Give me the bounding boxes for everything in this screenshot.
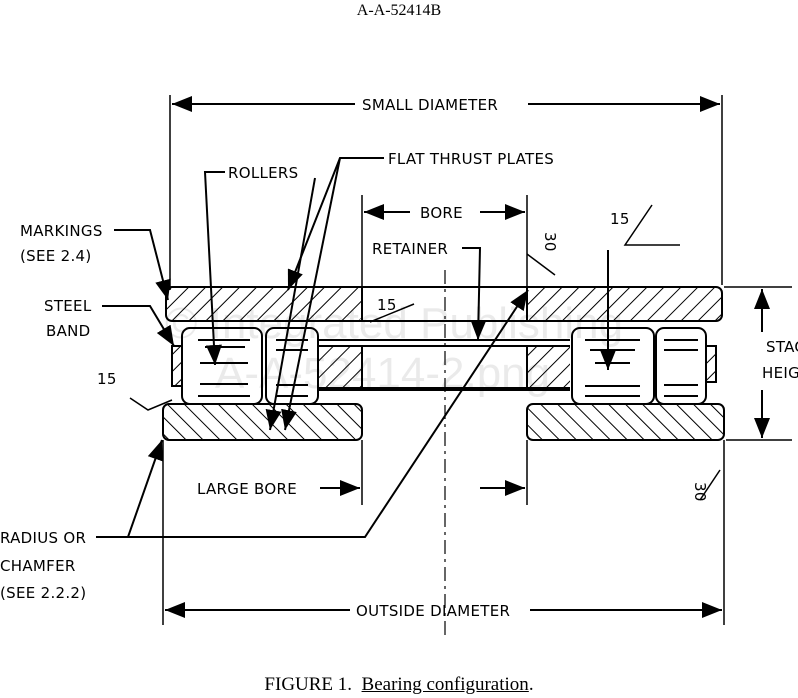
- flat-thrust-plates-callout: FLAT THRUST PLATES: [281, 150, 554, 431]
- flat-thrust-plates-label: FLAT THRUST PLATES: [388, 150, 554, 168]
- bottom-thrust-plate: [162, 403, 725, 441]
- small-diameter-label: SMALL DIAMETER: [362, 96, 498, 114]
- rollers-right: [571, 327, 707, 405]
- outside-diameter-dimension: OUTSIDE DIAMETER: [162, 440, 725, 625]
- steel-band-callout: STEEL BAND: [44, 297, 175, 347]
- angle-15-top: 15: [610, 210, 630, 228]
- chamfer-label: CHAMFER: [0, 557, 76, 575]
- stack-label: STACK: [766, 338, 798, 356]
- bore-dimension: BORE: [361, 195, 528, 287]
- document-header: A-A-52414B: [356, 2, 442, 19]
- large-bore-label: LARGE BORE: [197, 480, 297, 498]
- angle-15-mid: 15: [377, 296, 397, 314]
- band-label: BAND: [46, 322, 91, 340]
- height-label: HEIGHT: [762, 364, 798, 382]
- caption-prefix: FIGURE 1.: [264, 674, 353, 695]
- steel-band: [171, 345, 717, 387]
- angle-30-top: 30: [541, 232, 559, 252]
- markings-ref: (SEE 2.4): [20, 247, 92, 265]
- figure-caption: FIGURE 1. Bearing configuration.: [0, 674, 798, 696]
- angle-30-bottom: 30: [691, 482, 709, 502]
- rollers-callout: ROLLERS: [203, 164, 316, 431]
- bore-label: BORE: [420, 204, 463, 222]
- outside-diameter-label: OUTSIDE DIAMETER: [356, 602, 510, 620]
- markings-callout: MARKINGS (SEE 2.4): [20, 222, 171, 301]
- radius-or-label: RADIUS OR: [0, 529, 86, 547]
- large-bore-dimension: LARGE BORE: [197, 440, 528, 505]
- markings-label: MARKINGS: [20, 222, 103, 240]
- rollers-label: ROLLERS: [228, 164, 298, 182]
- chamfer-ref: (SEE 2.2.2): [0, 584, 86, 602]
- caption-suffix: .: [528, 674, 534, 695]
- radius-chamfer-callout: RADIUS OR CHAMFER (SEE 2.2.2): [0, 289, 529, 602]
- retainer-callout: RETAINER: [372, 240, 487, 341]
- retainer: [318, 339, 570, 391]
- small-diameter-dimension: SMALL DIAMETER: [169, 95, 723, 290]
- angle-callouts: 30 15 15 15 30: [97, 204, 721, 502]
- caption-title: Bearing configuration: [361, 674, 529, 695]
- stack-height-dimension: STACK HEIGHT: [724, 286, 798, 441]
- steel-label: STEEL: [44, 297, 92, 315]
- retainer-label: RETAINER: [372, 240, 448, 258]
- angle-15-left: 15: [97, 370, 117, 388]
